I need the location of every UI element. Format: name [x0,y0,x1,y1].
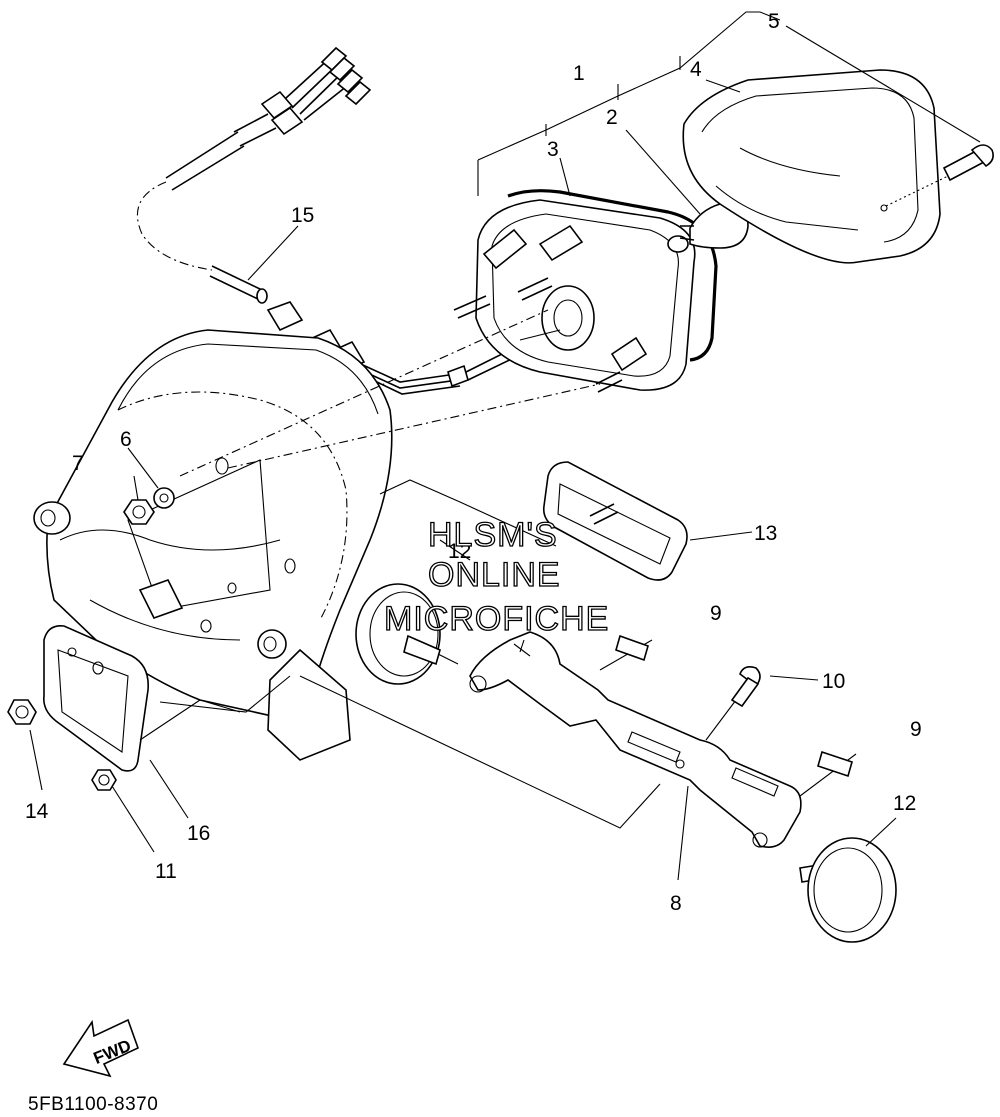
bracket-screw [730,666,819,708]
group-outline [159,479,661,829]
callout-9-upper: 9 [710,602,722,625]
side-reflector-right [799,817,897,943]
callout-8: 8 [670,892,682,915]
callout-6: 6 [120,428,132,451]
callout-11: 11 [155,860,177,883]
watermark-line-3: MICROFICHE [384,600,609,638]
side-reflector-left [355,583,459,685]
diagram-code: 5FB1100-8370 [28,1094,158,1115]
callout-16: 16 [187,822,210,845]
callout-10: 10 [822,670,845,693]
callout-12-left: 12 [448,540,471,563]
callout-2: 2 [606,106,618,129]
watermark-line-2: ONLINE [428,556,561,594]
callout-13: 13 [754,522,777,545]
callout-9-lower: 9 [910,718,922,741]
lens-screw [942,144,994,182]
rear-reflector [542,461,753,581]
lens [682,69,949,264]
leader-lines-top [247,11,981,281]
callout-3: 3 [547,138,559,161]
watermark: HLSM'S ONLINE MICROFICHE [383,515,609,638]
callout-numbers: 1 2 3 4 5 6 7 8 9 9 10 11 12 12 13 14 15… [25,10,922,915]
callout-15: 15 [291,204,314,227]
forward-arrow: FWD [62,1018,139,1078]
nut-and-washer [123,447,175,525]
watermark-line-1: HLSM'S [428,516,558,554]
license-bracket [43,624,241,772]
callout-7: 7 [72,452,84,475]
bracket-nuts [7,699,189,853]
tail-light-unit [453,189,718,393]
callout-1: 1 [573,62,585,85]
bulb [679,203,749,249]
callout-12-right: 12 [893,792,916,815]
callout-5: 5 [768,10,780,33]
reflector-bracket [469,631,857,881]
callout-14: 14 [25,800,49,823]
clip-nuts [615,634,853,778]
callout-4: 4 [690,58,702,81]
